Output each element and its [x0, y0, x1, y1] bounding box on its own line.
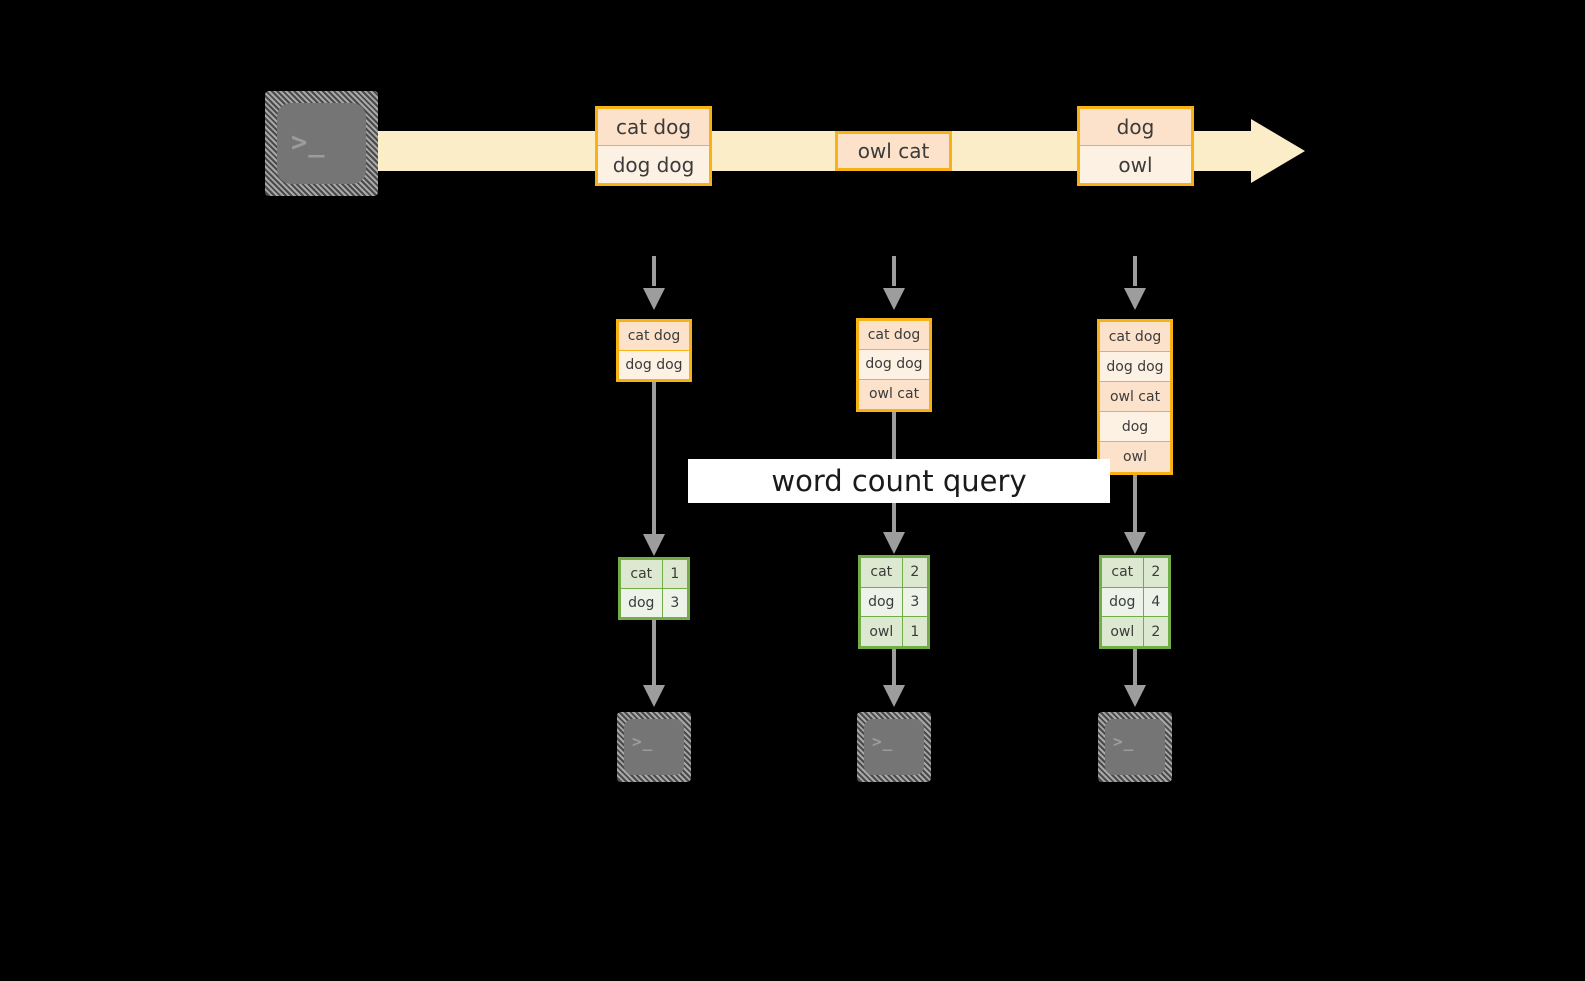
table-row: cat 2: [1102, 558, 1168, 588]
trigger-1-dash-segment: [652, 256, 656, 286]
trigger-1-sink-terminal[interactable]: >_: [617, 712, 691, 782]
trigger-1-result-word: dog: [621, 589, 663, 617]
trigger-2-sink-terminal[interactable]: >_: [857, 712, 931, 782]
trigger-2-result-word: dog: [861, 587, 903, 617]
terminal-prompt-icon: >_: [291, 127, 326, 158]
trigger-2-dash-segment: [892, 256, 896, 286]
table-row: dog 4: [1102, 587, 1168, 618]
stream-band-arrowhead: [1251, 119, 1305, 183]
table-row: cat 1: [621, 560, 687, 589]
source-terminal-screen: >_: [277, 103, 366, 184]
trigger-2-result-word: owl: [861, 617, 903, 647]
query-banner-label: word count query: [771, 464, 1027, 498]
table-row: owl 2: [1102, 617, 1168, 647]
trigger-3-input-row: owl: [1100, 442, 1170, 472]
trigger-3-input-table: cat dog dog dog owl cat dog owl: [1097, 319, 1173, 475]
trigger-1-sink-line: [652, 620, 656, 685]
trigger-3-sink-arrowhead: [1124, 685, 1146, 707]
trigger-3-input-row: dog: [1100, 412, 1170, 442]
trigger-3-sink-line: [1133, 649, 1137, 685]
trigger-2-result-count: 3: [902, 587, 927, 617]
query-banner: word count query: [688, 459, 1110, 503]
trigger-3-result-word: cat: [1102, 558, 1144, 587]
trigger-1-sink-arrowhead: [643, 685, 665, 707]
trigger-3-input-row: owl cat: [1100, 382, 1170, 412]
trigger-3-result-count: 2: [1143, 617, 1168, 647]
trigger-1-result-count: 3: [662, 589, 687, 617]
stream-batch-1-line-1: cat dog: [598, 109, 709, 146]
stream-batch-2-line-1: owl cat: [838, 134, 949, 168]
trigger-2-query-arrowhead: [883, 532, 905, 554]
stream-batch-3-line-1: dog: [1080, 109, 1191, 146]
trigger-1-result-count: 1: [662, 560, 687, 588]
trigger-1-input-row: dog dog: [619, 350, 689, 379]
trigger-2-sink-line: [892, 649, 896, 685]
trigger-2-input-row: dog dog: [859, 350, 929, 380]
table-row: dog 3: [621, 589, 687, 617]
trigger-3-input-row: cat dog: [1100, 322, 1170, 352]
table-row: dog 3: [861, 587, 927, 618]
trigger-2-sink-arrowhead: [883, 685, 905, 707]
trigger-3-result-count: 4: [1143, 587, 1168, 617]
trigger-2-result-word: cat: [861, 558, 903, 587]
trigger-3-dash-segment: [1133, 256, 1137, 286]
trigger-2-sink-terminal-screen: >_: [864, 719, 924, 775]
trigger-1-result-table: cat 1 dog 3: [618, 557, 690, 620]
stream-batch-2: owl cat: [835, 131, 952, 171]
trigger-3-sink-terminal-screen: >_: [1105, 719, 1165, 775]
trigger-3-query-line: [1133, 475, 1137, 532]
trigger-2-input-table: cat dog dog dog owl cat: [856, 318, 932, 412]
trigger-1-query-line: [652, 382, 656, 534]
trigger-2-dash-arrowhead: [883, 288, 905, 310]
trigger-3-input-row: dog dog: [1100, 352, 1170, 382]
trigger-3-result-word: dog: [1102, 587, 1144, 617]
trigger-3-dash-arrowhead: [1124, 288, 1146, 310]
table-row: cat 2: [861, 558, 927, 588]
trigger-3-result-count: 2: [1143, 558, 1168, 587]
trigger-2-input-row: owl cat: [859, 379, 929, 409]
trigger-1-dash-arrowhead: [643, 288, 665, 310]
trigger-1-input-table: cat dog dog dog: [616, 319, 692, 382]
stream-batch-3-line-2: owl: [1080, 146, 1191, 183]
trigger-3-result-table: cat 2 dog 4 owl 2: [1099, 555, 1171, 649]
trigger-1-result-word: cat: [621, 560, 663, 588]
trigger-2-result-count: 1: [902, 617, 927, 647]
trigger-1-sink-terminal-screen: >_: [624, 719, 684, 775]
trigger-2-result-table: cat 2 dog 3 owl 1: [858, 555, 930, 649]
trigger-2-result-count: 2: [902, 558, 927, 587]
trigger-1-query-arrowhead: [643, 534, 665, 556]
terminal-prompt-icon: >_: [872, 732, 894, 751]
source-terminal[interactable]: >_: [265, 91, 378, 196]
table-row: owl 1: [861, 617, 927, 647]
terminal-prompt-icon: >_: [632, 732, 654, 751]
trigger-1-input-row: cat dog: [619, 322, 689, 351]
trigger-2-input-row: cat dog: [859, 321, 929, 351]
trigger-3-sink-terminal[interactable]: >_: [1098, 712, 1172, 782]
stream-batch-1: cat dog dog dog: [595, 106, 712, 186]
stream-batch-3: dog owl: [1077, 106, 1194, 186]
trigger-3-query-arrowhead: [1124, 532, 1146, 554]
trigger-3-result-word: owl: [1102, 617, 1144, 647]
stream-batch-1-line-2: dog dog: [598, 146, 709, 183]
terminal-prompt-icon: >_: [1113, 732, 1135, 751]
